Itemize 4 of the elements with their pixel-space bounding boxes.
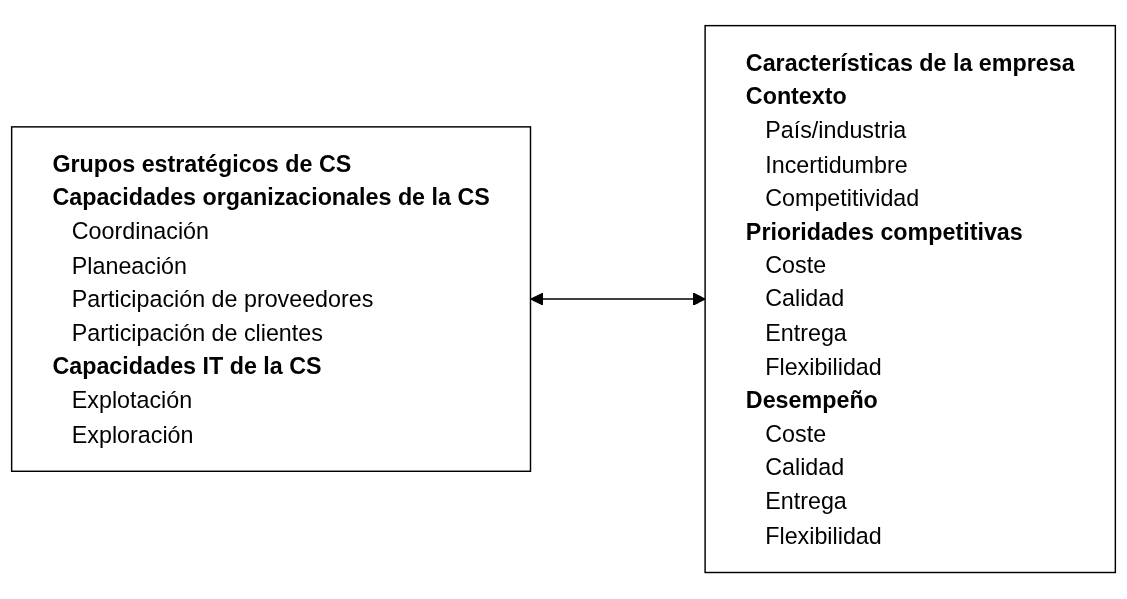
node-box	[10, 126, 532, 473]
double-arrow	[530, 293, 706, 306]
node-box	[704, 25, 1117, 574]
diagram: Grupos estratégicos de CS Capacidades organizacionales de la CS Coordinación Planeación Participación de proveedores Participación de clientes Capacidades IT de la CS Explotación Exploración Características de la empresa Contexto País/industria Incertidumbre Competitividad Prioridades competitivas Coste Calidad Entrega Flexibilidad Desempeño Coste Calidad Entrega Flexibilidad	[0, 14, 1127, 585]
